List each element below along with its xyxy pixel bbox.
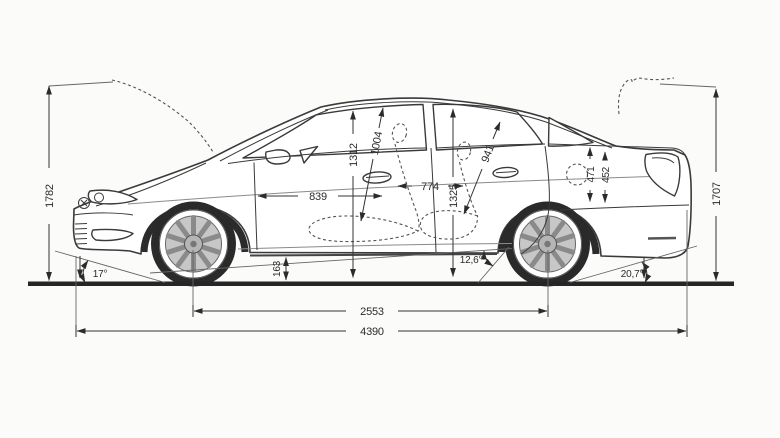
ground-line xyxy=(28,281,734,286)
dim-label-1312: 1312 xyxy=(348,143,360,167)
approach-angle-label: 17° xyxy=(93,269,108,280)
departure-angle-label: 20,7° xyxy=(621,269,644,280)
dim-height-hood-open: 1782 xyxy=(44,85,56,281)
dim-height-trunk-open: 1707 xyxy=(711,88,723,281)
mirror-base-triangle xyxy=(299,145,319,164)
front-door-seam xyxy=(253,162,258,251)
dim-front-interior-height: 1312 xyxy=(348,110,360,278)
dim-label-1325: 1325 xyxy=(448,184,460,208)
dim-label-1707: 1707 xyxy=(711,182,723,206)
rear-wheel xyxy=(505,201,590,287)
ramp-angle-label: 12,6° xyxy=(460,255,483,266)
bumper-top-edge xyxy=(73,212,134,216)
extension-lines xyxy=(48,81,717,335)
dim-label-1782: 1782 xyxy=(44,184,56,208)
tail-light xyxy=(644,152,681,197)
dim-label-1004: 1004 xyxy=(369,131,385,157)
fog-lamp-inset xyxy=(91,228,134,242)
dim-label-471: 471 xyxy=(586,166,597,183)
dim-label-4390: 4390 xyxy=(360,326,384,338)
car-side-view xyxy=(72,77,692,287)
roof-inner-line xyxy=(324,101,613,149)
dim-rear-legroom: 774 xyxy=(397,181,464,193)
badge-detail xyxy=(80,199,88,207)
front-seat-dashed xyxy=(308,123,420,243)
front-wheel xyxy=(151,201,236,287)
headlight-lens xyxy=(94,192,104,203)
dim-wheelbase: 2553 xyxy=(192,305,549,318)
rear-door-seam xyxy=(520,145,550,255)
approach-angle-construction: 17° xyxy=(54,250,166,283)
rear-deck-line xyxy=(548,143,686,156)
b-pillar-seam xyxy=(430,147,437,253)
dim-rear-interior-height: 1325 xyxy=(448,108,460,277)
dim-front-headroom-diagonal: 1004 xyxy=(359,107,385,222)
grille-slats xyxy=(74,223,88,245)
dim-label-452: 452 xyxy=(601,166,612,183)
dim-label-941: 941 xyxy=(479,143,497,164)
rear-reflector xyxy=(647,236,677,240)
rear-seat-dashed xyxy=(419,141,479,240)
dim-trunk-height-lower: 452 xyxy=(601,151,612,203)
dim-overall-length: 4390 xyxy=(75,325,688,338)
brand-badge xyxy=(78,197,90,209)
rear-door-window xyxy=(432,103,544,151)
lower-door-crease xyxy=(237,243,513,250)
dim-ground-clearance: 163 xyxy=(272,257,289,281)
open-trunk-outline xyxy=(617,77,675,115)
dim-front-legroom: 839 xyxy=(257,191,383,203)
dim-label-2553: 2553 xyxy=(360,306,384,318)
ramp-angle-construction: 12,6° xyxy=(149,246,513,284)
dim-label-163: 163 xyxy=(272,260,283,277)
rear-door-handle xyxy=(492,166,519,179)
dim-trunk-height-upper: 471 xyxy=(586,147,597,202)
sill-shadow-line xyxy=(249,253,498,257)
beltline xyxy=(227,143,546,164)
fuel-cap-dashed xyxy=(565,163,589,186)
dim-label-774: 774 xyxy=(421,181,439,193)
rear-bumper-seam xyxy=(559,204,690,211)
tail-light-inner xyxy=(651,157,675,164)
dim-label-839: 839 xyxy=(309,191,327,203)
dim-rear-headroom-diagonal: 941 xyxy=(463,121,501,215)
open-hood-outline xyxy=(111,79,214,153)
